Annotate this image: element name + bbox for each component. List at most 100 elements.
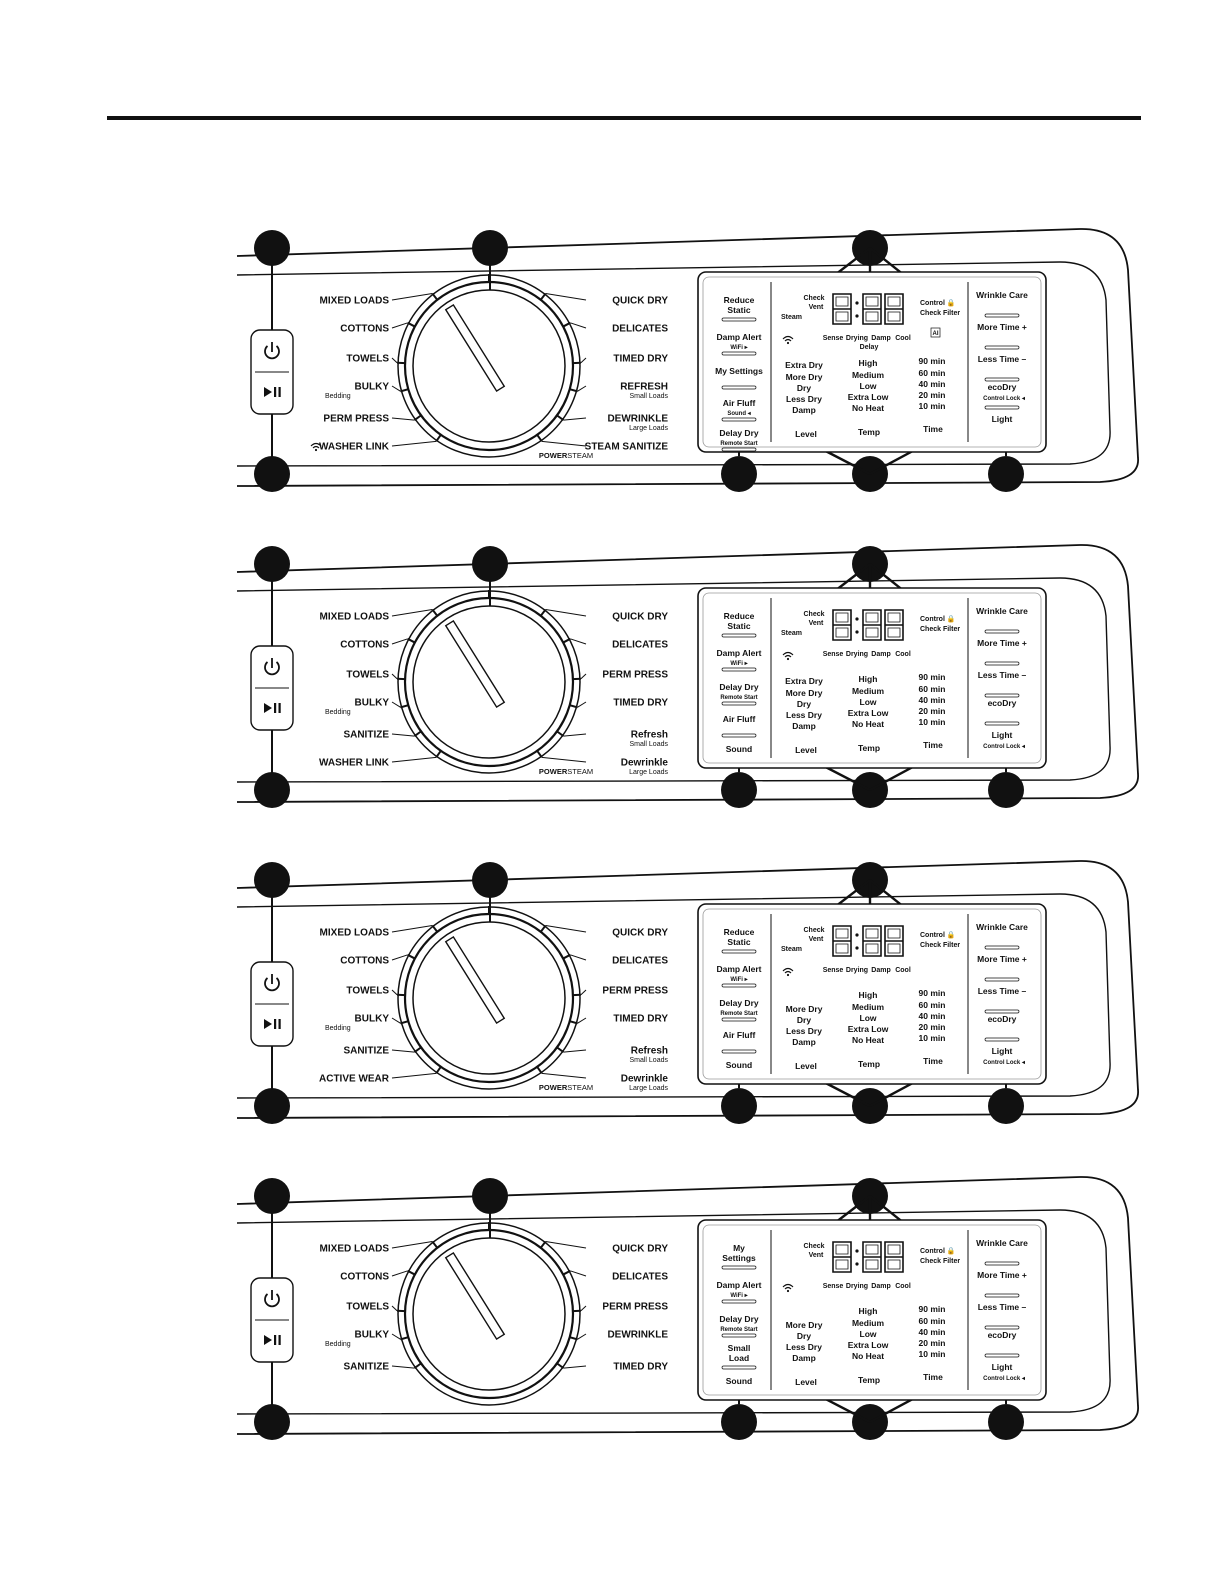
dial-tick-right (562, 321, 571, 328)
button-sublabel: Remote Start (720, 1327, 757, 1333)
level-option-4: Less Dry (786, 394, 822, 404)
level-button[interactable]: Level (795, 745, 817, 755)
option-button-right-2[interactable]: More Time + (977, 1270, 1027, 1298)
time-button[interactable]: Time (923, 424, 943, 434)
callout-marker-start (254, 1088, 290, 1124)
option-button-right-3[interactable]: Less Time – (978, 986, 1027, 1014)
sound-button[interactable]: Sound (726, 1376, 752, 1386)
option-button-left-4[interactable]: Air Fluff (721, 1030, 757, 1054)
button-label: More Time + (977, 638, 1027, 648)
time-button[interactable]: Time (923, 1372, 943, 1382)
cycle-selector-dial[interactable] (397, 1222, 581, 1406)
option-button-left-4[interactable]: Air Fluff (721, 714, 757, 738)
cycle-option-right-2: DELICATES (612, 956, 668, 967)
option-button-right-1[interactable]: Wrinkle Care (976, 606, 1028, 634)
cycle-selector-dial[interactable] (397, 590, 581, 774)
sound-button[interactable]: Sound (726, 744, 752, 754)
power-icon[interactable] (264, 342, 280, 360)
option-button-right-1[interactable]: Wrinkle Care (976, 290, 1028, 318)
option-button-right-4[interactable]: ecoDry (984, 1014, 1020, 1042)
option-button-right-1[interactable]: Wrinkle Care (976, 1238, 1028, 1266)
panel-inner-outline (236, 577, 1111, 783)
level-button[interactable]: Level (795, 1061, 817, 1071)
callout-marker-right-buttons (988, 1088, 1024, 1124)
option-button-right-3[interactable]: Less Time – (978, 354, 1027, 382)
steam-indicator: Steam (781, 630, 802, 637)
button-label: ecoDry (988, 1330, 1017, 1340)
callout-marker-right-buttons (988, 1404, 1024, 1440)
cycle-option-right-1: QUICK DRY (612, 296, 668, 307)
lcd-colon (855, 314, 859, 318)
temp-button[interactable]: Temp (858, 427, 880, 437)
temp-button[interactable]: Temp (858, 1375, 880, 1385)
option-button-left-3[interactable]: My Settings (715, 366, 763, 390)
button-label: Light (992, 730, 1013, 740)
option-button-right-4[interactable]: ecoDry (984, 1330, 1020, 1358)
control-lock-indicator: Control 🔒 (920, 931, 956, 939)
option-button-right-5[interactable]: Light (992, 414, 1013, 424)
lcd-colon (855, 946, 859, 950)
play-pause-icon[interactable] (264, 703, 281, 713)
cycle-selector-dial[interactable] (397, 906, 581, 1090)
cycle-selector-dial[interactable] (397, 274, 581, 458)
button-sublabel: Control Lock ◂ (983, 1376, 1026, 1382)
cycle-option-left-4: BULKY (355, 1330, 390, 1341)
cycle-label-leader (580, 673, 587, 680)
option-button-right-2[interactable]: More Time + (977, 954, 1027, 982)
temp-option-5: No Heat (852, 719, 884, 729)
play-pause-icon[interactable] (264, 1335, 281, 1345)
option-button-right-2[interactable]: More Time + (977, 638, 1027, 666)
temp-option-4: Extra Low (848, 392, 889, 402)
temp-button[interactable]: Temp (858, 743, 880, 753)
play-pause-icon[interactable] (264, 387, 281, 397)
level-button[interactable]: Level (795, 429, 817, 439)
time-button[interactable]: Time (923, 1056, 943, 1066)
level-option-2: More Dry (786, 372, 823, 382)
cycle-label-leader (545, 1241, 587, 1249)
play-pause-icon[interactable] (264, 1019, 281, 1029)
power-icon[interactable] (264, 974, 280, 992)
button-indicator (984, 1293, 1020, 1298)
time-option-3: 40 min (919, 695, 946, 705)
dial-tick-left (413, 1046, 422, 1053)
option-button-right-3[interactable]: Less Time – (978, 670, 1027, 698)
level-option-5: Damp (792, 405, 816, 415)
temp-button[interactable]: Temp (858, 1059, 880, 1069)
time-button[interactable]: Time (923, 740, 943, 750)
option-button-right-4[interactable]: ecoDry (984, 698, 1020, 726)
option-button-right-3[interactable]: Less Time – (978, 1302, 1027, 1330)
button-label: Static (727, 305, 750, 315)
power-icon[interactable] (264, 1290, 280, 1308)
display-frame (697, 271, 1047, 453)
option-button-right-2[interactable]: More Time + (977, 322, 1027, 350)
button-label: Damp Alert (716, 1280, 761, 1290)
level-button[interactable]: Level (795, 1377, 817, 1387)
power-icon[interactable] (264, 658, 280, 676)
cycle-option-right-2: DELICATES (612, 640, 668, 651)
cycle-label-leader (570, 1270, 587, 1277)
sound-button[interactable]: Sound (726, 1060, 752, 1070)
level-option-3: Dry (797, 1331, 811, 1341)
check-vent-indicator: Vent (809, 620, 824, 627)
callout-marker-right-buttons (988, 772, 1024, 808)
option-button-right-1[interactable]: Wrinkle Care (976, 922, 1028, 950)
button-label: Less Time – (978, 670, 1027, 680)
